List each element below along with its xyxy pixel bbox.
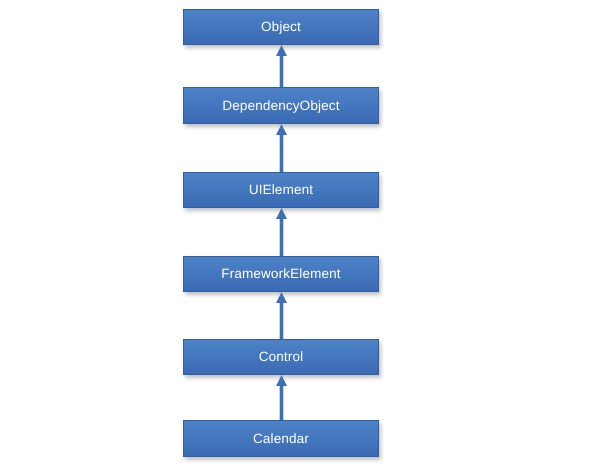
edge-calendar-to-control [276, 375, 287, 420]
edge-control-to-frameworkelement [276, 292, 287, 339]
class-node-label: FrameworkElement [221, 266, 341, 282]
class-node-control: Control [183, 339, 379, 375]
class-node-label: Object [261, 19, 301, 35]
class-node-calendar: Calendar [183, 420, 379, 457]
arrow-head [276, 375, 287, 386]
arrow-head [276, 124, 287, 135]
arrow-head [276, 292, 287, 303]
edge-frameworkelement-to-uielement [276, 208, 287, 256]
class-node-frameworkelement: FrameworkElement [183, 256, 379, 292]
class-node-label: DependencyObject [222, 97, 340, 113]
arrow-shaft [279, 385, 284, 420]
arrow-shaft [279, 218, 284, 256]
arrow-head [276, 45, 287, 56]
arrow-shaft [279, 55, 284, 87]
arrow-shaft [279, 134, 284, 172]
class-node-label: UIElement [248, 182, 314, 198]
class-node-label: Control [258, 349, 304, 365]
class-node-label: Calendar [253, 430, 309, 446]
edge-dependencyobject-to-object [276, 45, 287, 87]
class-node-object: Object [183, 9, 379, 45]
arrow-shaft [279, 302, 284, 339]
edge-uielement-to-dependencyobject [276, 124, 287, 172]
class-node-uielement: UIElement [183, 172, 379, 208]
arrow-head [276, 208, 287, 219]
class-node-dependencyobject: DependencyObject [183, 87, 379, 124]
